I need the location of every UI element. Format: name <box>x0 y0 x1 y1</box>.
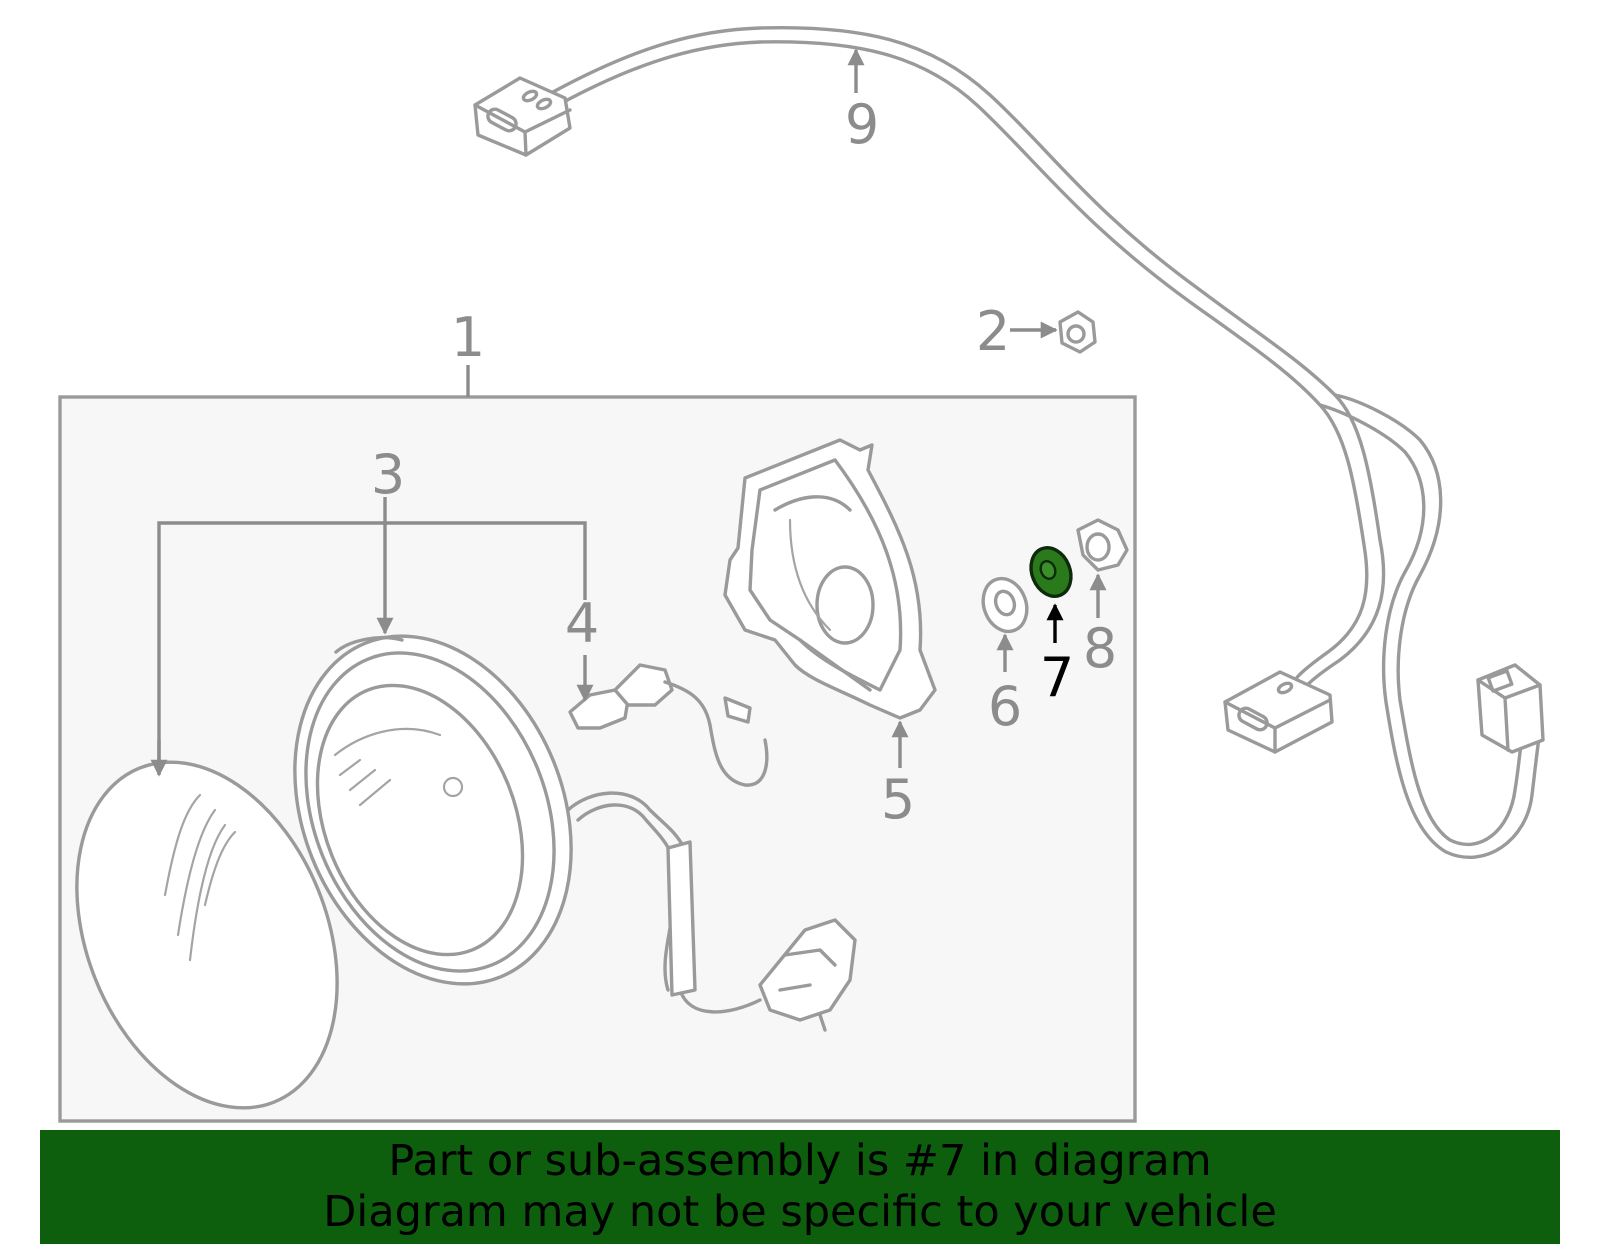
bushing-part-8[interactable] <box>1076 518 1129 572</box>
callout-5: 5 <box>881 768 915 831</box>
highlighted-part-7[interactable] <box>1024 542 1078 603</box>
callout-8: 8 <box>1083 617 1117 680</box>
washer-part-6[interactable] <box>976 572 1034 637</box>
headlamp-housing-part-3[interactable] <box>245 594 857 1032</box>
banner-line-disclaimer: Diagram may not be specific to your vehi… <box>323 1187 1277 1237</box>
mounting-bracket-part-5[interactable] <box>723 438 937 720</box>
bulb-part-4[interactable] <box>568 663 769 787</box>
callout-7: 7 <box>1040 646 1074 709</box>
wiring-harness-part-9[interactable] <box>473 25 1545 859</box>
banner-line-part-info: Part or sub-assembly is #7 in diagram <box>388 1136 1212 1186</box>
callout-6: 6 <box>988 675 1022 738</box>
callout-3: 3 <box>371 443 405 506</box>
callout-2: 2 <box>976 300 1010 363</box>
callout-4: 4 <box>565 592 599 655</box>
nut-part-2[interactable] <box>1058 310 1097 354</box>
lens-part-3[interactable] <box>28 723 385 1147</box>
callout-9: 9 <box>845 93 879 156</box>
callout-1: 1 <box>451 306 485 369</box>
info-banner: Part or sub-assembly is #7 in diagram Di… <box>40 1130 1560 1244</box>
callout-3-bracket <box>157 521 587 773</box>
